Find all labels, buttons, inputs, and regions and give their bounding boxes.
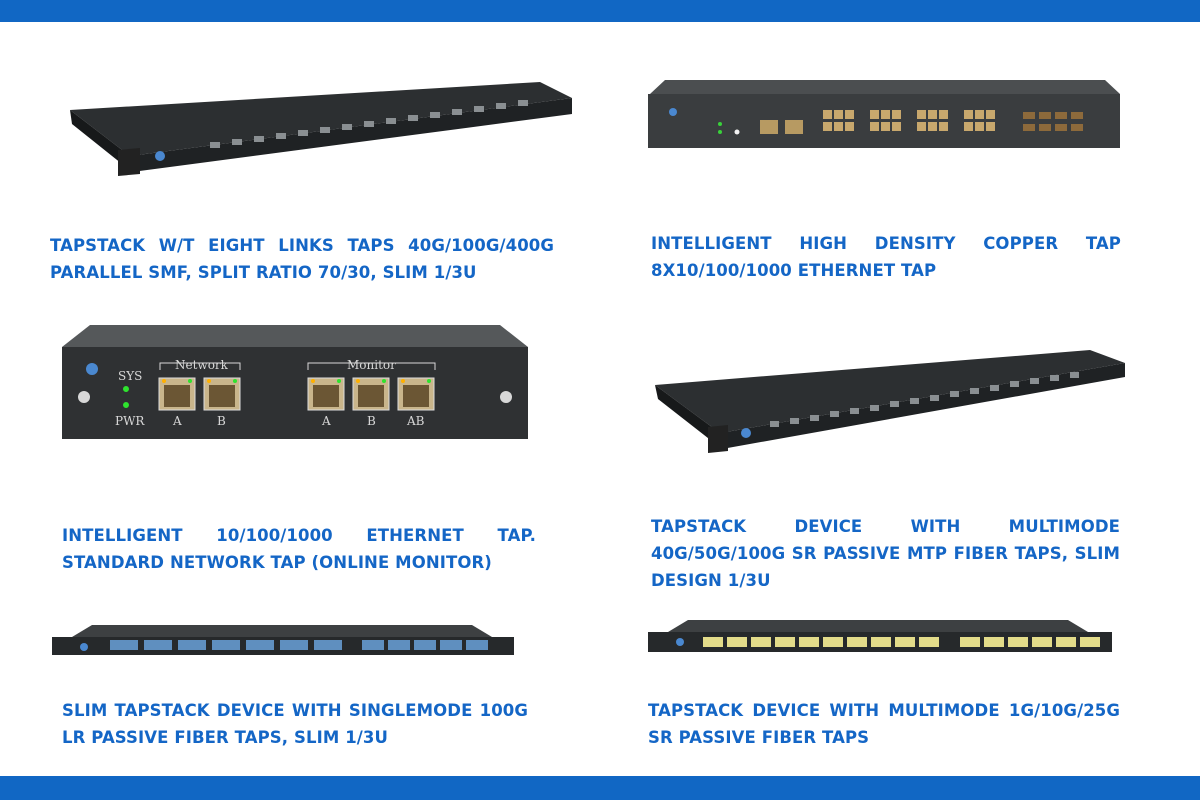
- top-banner-stripe: [0, 0, 1200, 22]
- monitor-port-a-label: A: [321, 414, 331, 428]
- bottom-banner-stripe: [0, 776, 1200, 800]
- product-caption-ethernet-tap: INTELLIGENT 10/100/1000 ETHERNET TAP. ST…: [62, 526, 536, 572]
- product-image-slim-singlemode-tapstack: [52, 625, 514, 657]
- product-caption-multimode-sr-tapstack: TAPSTACK DEVICE WITH MULTIMODE 1G/10G/25…: [648, 701, 1120, 747]
- product-image-tapstack-eight-links: [60, 80, 580, 180]
- product-image-ethernet-tap: SYS PWR Network A B Monitor A B AB: [60, 325, 530, 440]
- monitor-port-b-label: B: [367, 414, 376, 428]
- product-image-copper-tap: [645, 80, 1125, 150]
- product-caption-tapstack-mtp: TAPSTACK DEVICE WITH MULTIMODE 40G/50G/1…: [651, 517, 1120, 590]
- monitor-group-label: Monitor: [347, 358, 396, 372]
- pwr-label: PWR: [115, 414, 145, 428]
- network-port-a-label: A: [172, 414, 182, 428]
- network-port-b-label: B: [217, 414, 226, 428]
- product-image-tapstack-mtp: [650, 345, 1130, 455]
- network-group-label: Network: [175, 358, 229, 372]
- product-caption-copper-tap: INTELLIGENT HIGH DENSITY COPPER TAP 8X10…: [651, 234, 1121, 280]
- product-image-multimode-sr-tapstack: [648, 620, 1112, 654]
- sys-label: SYS: [118, 369, 142, 383]
- product-caption-tapstack-eight-links: TAPSTACK W/T EIGHT LINKS TAPS 40G/100G/4…: [50, 236, 554, 282]
- monitor-port-ab-label: AB: [406, 414, 425, 428]
- product-caption-slim-singlemode-tapstack: SLIM TAPSTACK DEVICE WITH SINGLEMODE 100…: [62, 701, 528, 747]
